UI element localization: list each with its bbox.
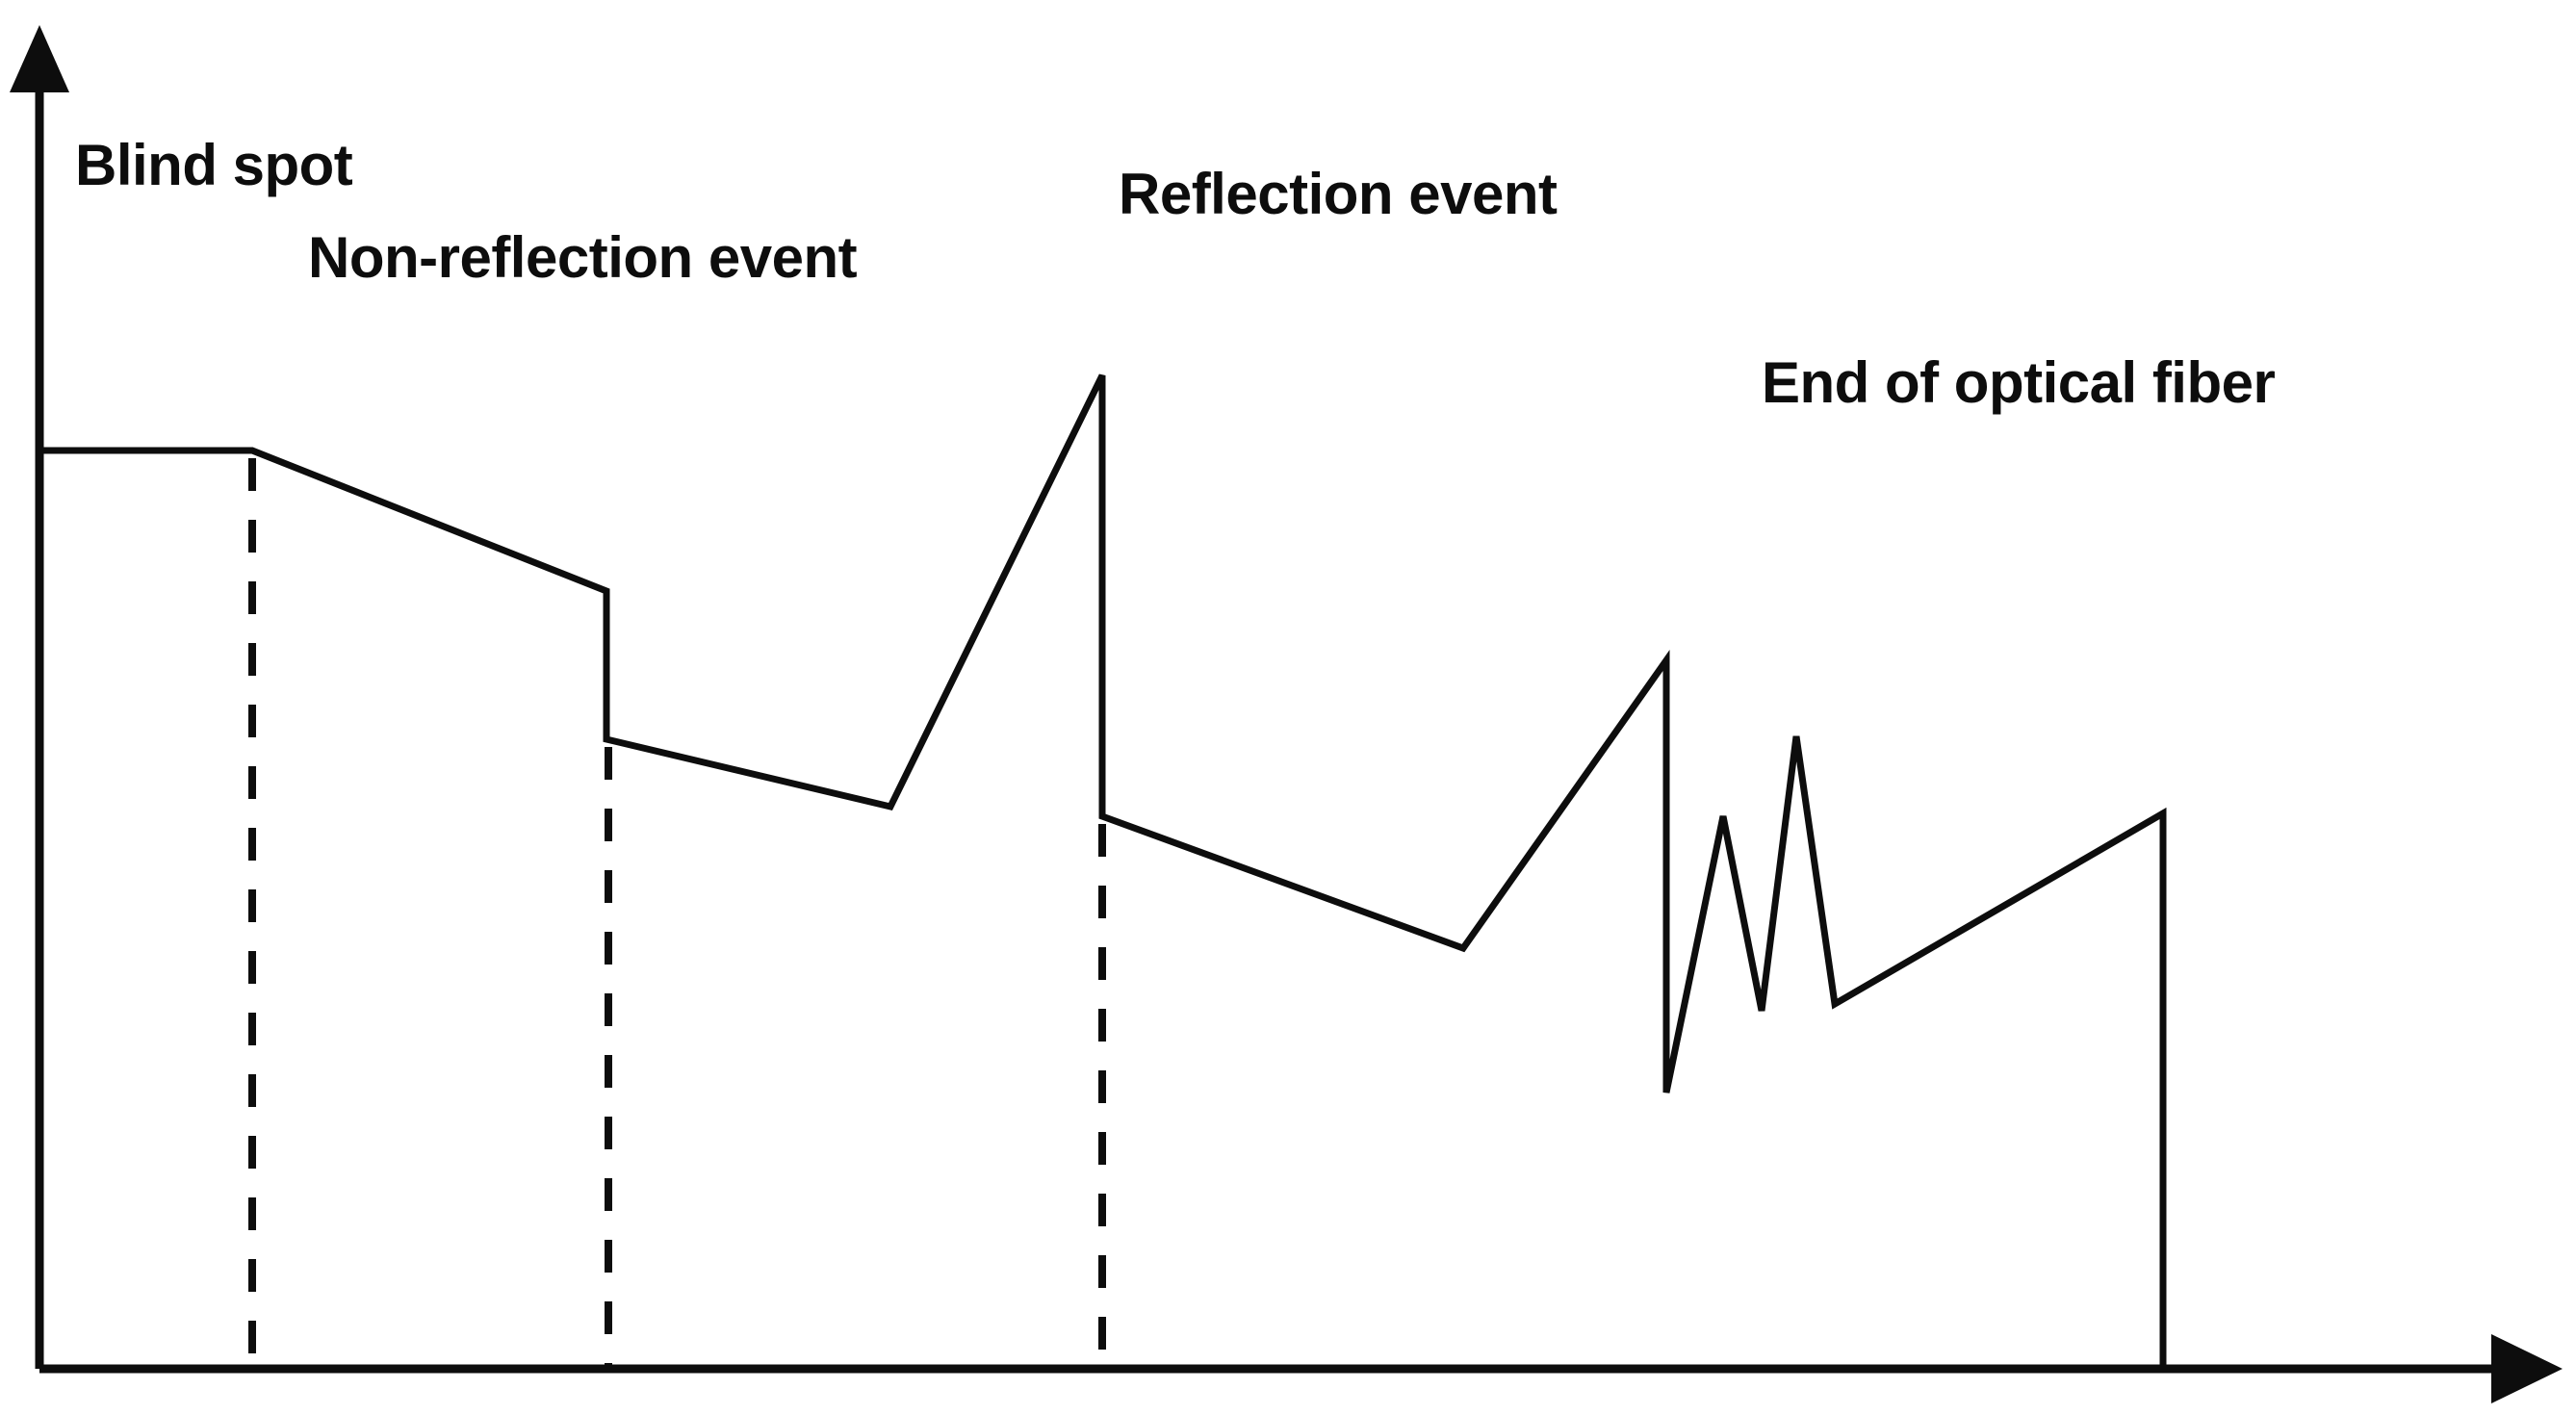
distance-axis-arrow-icon [2491, 1334, 2563, 1403]
otdr-trace-polyline [39, 373, 2167, 1369]
label-non-reflection-event: Non-reflection event [308, 225, 858, 290]
label-blind-spot: Blind spot [75, 133, 353, 197]
power-axis-arrow-icon [10, 25, 69, 92]
label-end-of-optical-fiber: End of optical fiber [1762, 350, 2276, 415]
label-reflection-event: Reflection event [1119, 162, 1558, 226]
